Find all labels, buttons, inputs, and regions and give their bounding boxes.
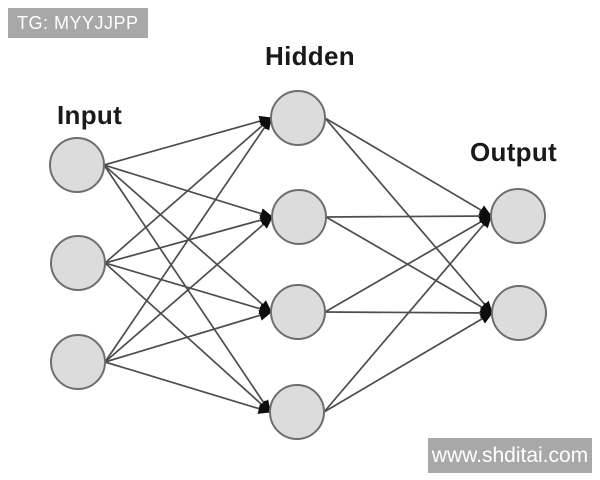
neuron-nodes (49, 90, 547, 440)
edge-hidden-4-to-output-2 (323, 312, 494, 413)
node-output-1 (490, 188, 546, 244)
edge-hidden-2-to-output-2 (325, 216, 494, 314)
edge-input-1-to-hidden-3 (103, 164, 273, 313)
edge-input-1-to-hidden-4 (103, 164, 271, 414)
node-input-1 (49, 137, 105, 193)
edge-input-3-to-hidden-4 (104, 361, 272, 414)
label-hidden: Hidden (265, 41, 355, 71)
node-hidden-1 (270, 90, 326, 146)
node-hidden-4 (269, 384, 325, 440)
edge-hidden-1-to-output-2 (324, 117, 493, 315)
edge-input-2-to-hidden-1 (104, 117, 273, 264)
edge-input-3-to-hidden-1 (104, 116, 272, 363)
node-hidden-3 (270, 284, 326, 340)
edge-input-3-to-hidden-2 (104, 216, 274, 363)
watermark-bottom-right: www.shditai.com (428, 438, 592, 473)
label-input: Input (57, 100, 123, 130)
label-output: Output (470, 137, 557, 167)
edge-input-1-to-hidden-1 (103, 115, 273, 166)
node-output-2 (491, 285, 547, 341)
edge-hidden-1-to-output-1 (324, 117, 493, 217)
edge-hidden-2-to-output-1 (325, 210, 493, 222)
edge-input-2-to-hidden-3 (104, 262, 273, 315)
edge-hidden-4-to-output-1 (323, 214, 492, 413)
connection-edges (103, 115, 494, 414)
watermark-top-left: TG: MYYJJPP (8, 8, 148, 38)
edge-input-3-to-hidden-3 (104, 310, 273, 363)
node-input-3 (50, 334, 106, 390)
node-hidden-2 (271, 189, 327, 245)
node-input-2 (50, 235, 106, 291)
edge-hidden-3-to-output-1 (324, 215, 493, 313)
